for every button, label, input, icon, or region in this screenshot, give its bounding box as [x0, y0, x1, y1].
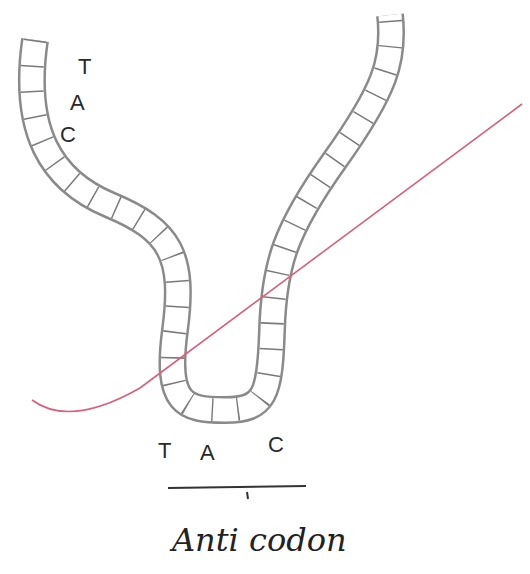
underline [168, 486, 306, 488]
strand-outline [32, 15, 391, 410]
strand-fill [32, 15, 391, 410]
cross-out-line [32, 104, 522, 412]
anticodon-letter: C [268, 434, 284, 456]
base-letter: C [60, 124, 76, 146]
anticodon-letter: T [158, 440, 171, 462]
base-letter: T [78, 56, 91, 78]
base-ticks [32, 15, 391, 410]
base-letter: A [70, 92, 85, 114]
anticodon-letter: A [200, 442, 215, 464]
tick-mark [247, 492, 248, 499]
anticodon-label: Anti codon [172, 524, 347, 556]
